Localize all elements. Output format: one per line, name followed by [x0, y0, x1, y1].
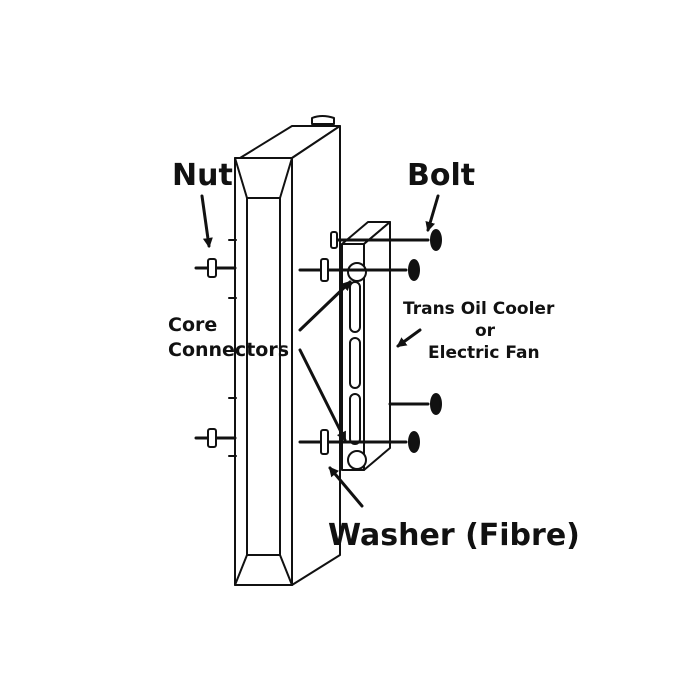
washer-icon [320, 429, 329, 455]
bolts [298, 229, 442, 453]
core-connector [347, 262, 367, 282]
radiator-top-tank [234, 157, 293, 199]
trans-cooler-label-line1: Trans Oil Cooler [403, 299, 555, 319]
bolt-icon [298, 431, 420, 453]
bolt-icon [298, 259, 420, 281]
nut-label: Nut [172, 158, 233, 193]
radiator-core [228, 115, 341, 586]
trans-cooler-arrow [396, 328, 422, 348]
bolt-arrow [425, 194, 440, 232]
callout-arrows [200, 194, 440, 508]
core-connector-arrow-bottom [298, 348, 347, 442]
nut-icon [194, 258, 237, 278]
washer-arrow [328, 466, 364, 508]
trans-cooler-label-line3: Electric Fan [428, 343, 540, 363]
radiator-front-face [234, 157, 293, 586]
bolt-icon [334, 229, 442, 251]
core-connector [347, 450, 367, 470]
core-connectors-label-line1: Core [168, 314, 217, 336]
bolt-icon [388, 393, 442, 415]
core-connectors-label-line2: Connectors [168, 339, 289, 361]
bolt-label: Bolt [407, 158, 475, 193]
nuts [194, 258, 237, 448]
washers [320, 231, 338, 455]
nut-icon [194, 428, 237, 448]
washer-icon [330, 231, 338, 249]
washer-icon [320, 258, 329, 282]
trans-oil-cooler [341, 221, 391, 471]
nut-arrow [200, 194, 213, 248]
filler-cap-icon [311, 115, 335, 125]
washer-label: Washer (Fibre) [328, 518, 580, 553]
labels: Nut Bolt Core Connectors Trans Oil Coole… [168, 158, 580, 553]
radiator-bottom-tank [234, 554, 293, 586]
radiator-side-face [291, 125, 341, 586]
cooler-front-face [341, 243, 365, 471]
core-connector-arrow-top [298, 280, 352, 332]
trans-cooler-label-line2: or [475, 321, 496, 341]
